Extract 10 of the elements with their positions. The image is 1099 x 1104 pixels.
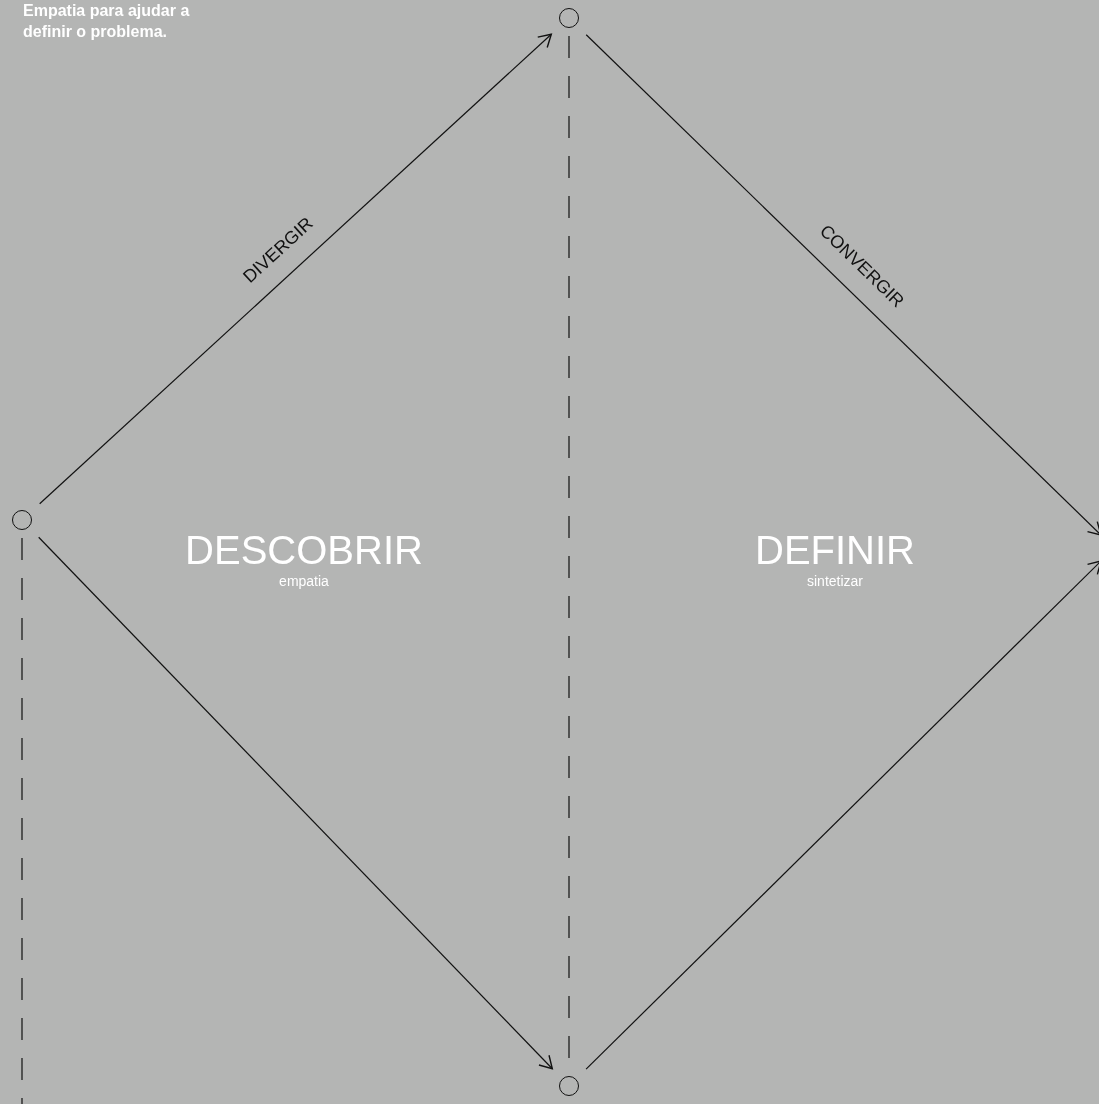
- arrow: [585, 34, 1099, 536]
- phase-title: DESCOBRIR: [185, 528, 423, 572]
- arrow: [38, 536, 553, 1070]
- note-text: Empatia para ajudar a definir o problema.: [23, 1, 191, 42]
- arrow: [39, 33, 552, 505]
- arrow: [585, 560, 1099, 1070]
- phase-subtitle: sintetizar: [807, 572, 863, 590]
- phase-subtitle: empatia: [279, 572, 329, 590]
- phase-title: DEFINIR: [755, 528, 915, 572]
- dashed-line: [21, 537, 23, 1104]
